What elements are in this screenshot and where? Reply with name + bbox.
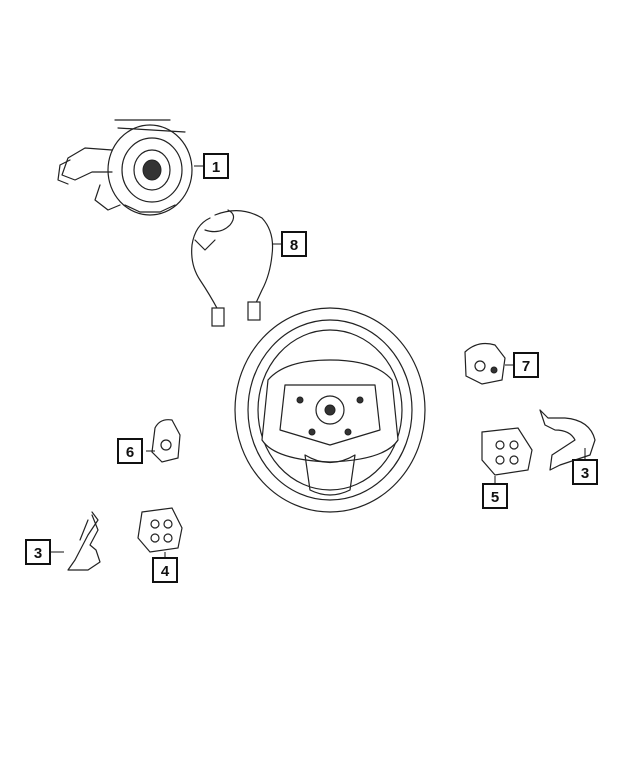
callout-3-right: 3 [572, 459, 598, 485]
callout-label: 7 [522, 358, 530, 375]
callout-label: 4 [161, 563, 170, 580]
wiring-harness [191, 209, 274, 327]
callout-4: 4 [152, 557, 178, 583]
callout-label: 3 [34, 545, 42, 562]
callout-label: 5 [491, 489, 499, 506]
callout-label: 3 [581, 465, 589, 482]
switch-part-6 [151, 419, 181, 463]
clockspring-assembly [57, 119, 193, 216]
callout-8: 8 [281, 231, 307, 257]
callout-label: 1 [212, 159, 220, 176]
callout-label: 6 [126, 444, 134, 461]
callout-3-left: 3 [25, 539, 51, 565]
callout-1: 1 [203, 153, 229, 179]
bezel-right [539, 409, 596, 471]
switch-part-5 [481, 427, 533, 476]
callout-5: 5 [482, 483, 508, 509]
switch-part-7 [464, 342, 506, 385]
callout-label: 8 [290, 237, 298, 254]
switch-part-4 [137, 507, 183, 553]
callout-6: 6 [117, 438, 143, 464]
steering-wheel [234, 307, 426, 513]
callout-7: 7 [513, 352, 539, 378]
bezel-left [67, 511, 101, 571]
